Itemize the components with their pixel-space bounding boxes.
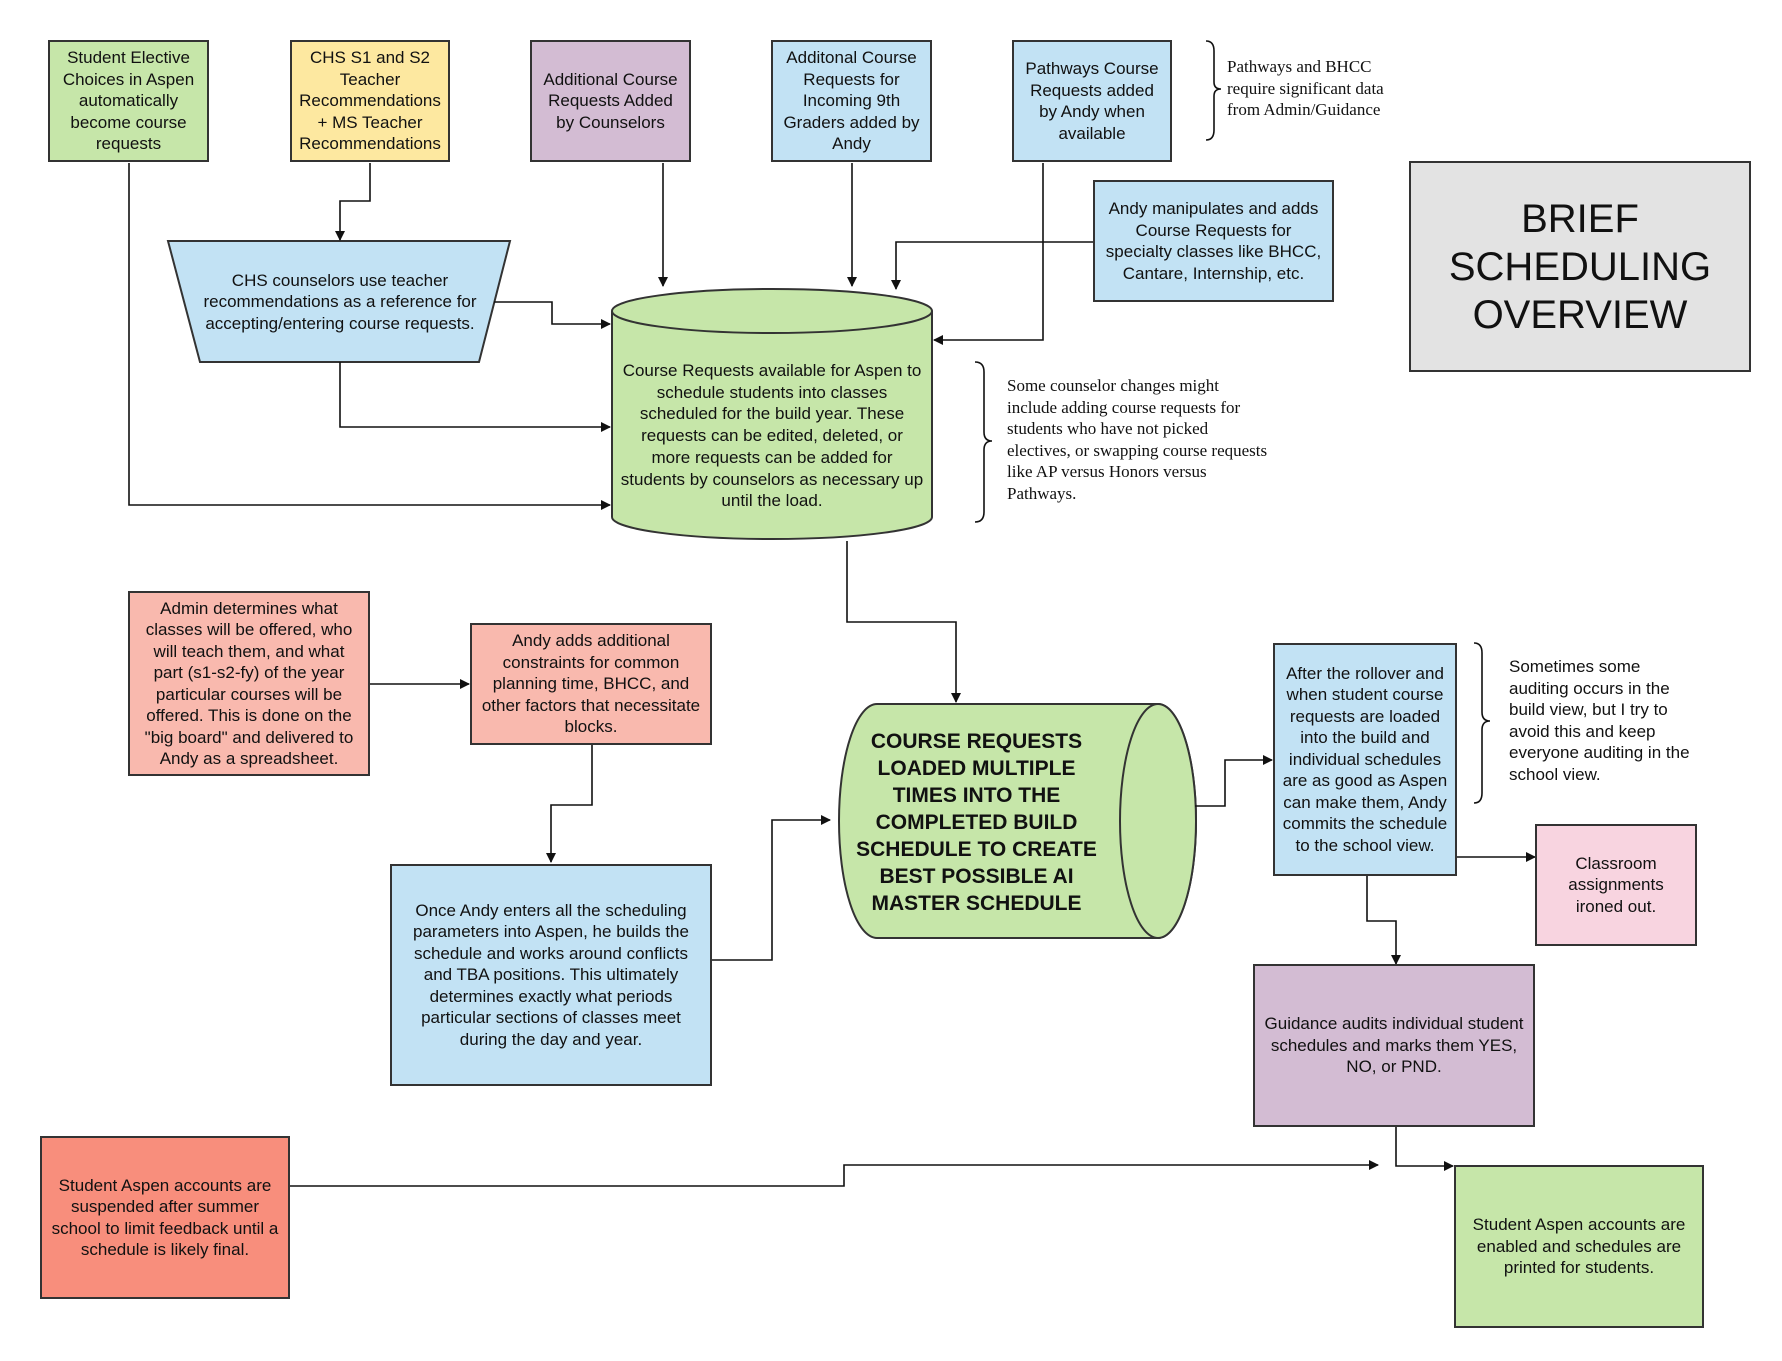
enabled-box: Student Aspen accounts are enabled and s… — [1454, 1165, 1704, 1328]
arrow-elective-to-db — [128, 163, 611, 510]
chs-recommendations-box: CHS S1 and S2 Teacher Recommendations + … — [290, 40, 450, 162]
andy-manipulates-box: Andy manipulates and adds Course Request… — [1093, 180, 1334, 302]
arrow-constraints-to-once — [546, 745, 593, 863]
loaded-multiple-label: COURSE REQUESTS LOADED MULTIPLE TIMES IN… — [856, 729, 1097, 915]
note-auditing: Sometimes some auditing occurs in the bu… — [1509, 657, 1690, 784]
note-pathways-bhcc: Pathways and BHCC require significant da… — [1227, 57, 1384, 119]
guidance-audits-box: Guidance audits individual student sched… — [1253, 964, 1535, 1127]
arrow-rollover-to-guidance — [1366, 876, 1401, 965]
admin-determines-box: Admin determines what classes will be of… — [128, 591, 370, 776]
course-requests-cylinder — [611, 288, 933, 540]
course-requests-db-label: Course Requests available for Aspen to s… — [620, 360, 924, 511]
arrow-counselors-to-db — [494, 301, 611, 329]
connectors — [128, 163, 1536, 1187]
arrow-specialty-to-db — [891, 241, 1093, 290]
braces — [974, 40, 1491, 804]
brace-pathways — [1205, 40, 1222, 141]
andy-constraints-box: Andy adds additional constraints for com… — [470, 623, 712, 745]
page-title: BRIEF SCHEDULING OVERVIEW — [1409, 161, 1751, 372]
brace-counselor-changes — [974, 361, 993, 523]
additional-counselors-box: Additional Course Requests Added by Coun… — [530, 40, 691, 162]
pathways-box: Pathways Course Requests added by Andy w… — [1012, 40, 1172, 162]
after-rollover-box: After the rollover and when student cour… — [1273, 643, 1457, 876]
suspended-box: Student Aspen accounts are suspended aft… — [40, 1136, 290, 1299]
arrow-guidance-to-enabled — [1395, 1127, 1454, 1171]
arrow-suspended-to-enabled — [289, 1160, 1379, 1187]
arrow-counselors-bottom-to-db — [339, 362, 611, 432]
arrow-chs-recs-to-counselors — [335, 163, 371, 241]
chs-counselors-label: CHS counselors use teacher recommendatio… — [203, 270, 477, 333]
once-andy-box: Once Andy enters all the scheduling para… — [390, 864, 712, 1086]
arrow-pathways-to-db — [933, 163, 1044, 345]
brace-auditing — [1473, 642, 1491, 804]
classroom-box: Classroom assignments ironed out. — [1535, 824, 1697, 946]
loaded-multiple-cylinder — [838, 703, 1197, 939]
note-counselor-changes: Some counselor changes might include add… — [1007, 376, 1268, 503]
incoming-9th-box: Additonal Course Requests for Incoming 9… — [771, 40, 932, 162]
arrow-loaded-to-rollover — [1195, 755, 1273, 807]
arrow-db-to-loaded — [846, 541, 961, 703]
arrow-once-to-loaded — [712, 815, 831, 961]
chs-counselors-shape — [166, 240, 512, 363]
student-elective-box: Student Elective Choices in Aspen automa… — [48, 40, 209, 162]
